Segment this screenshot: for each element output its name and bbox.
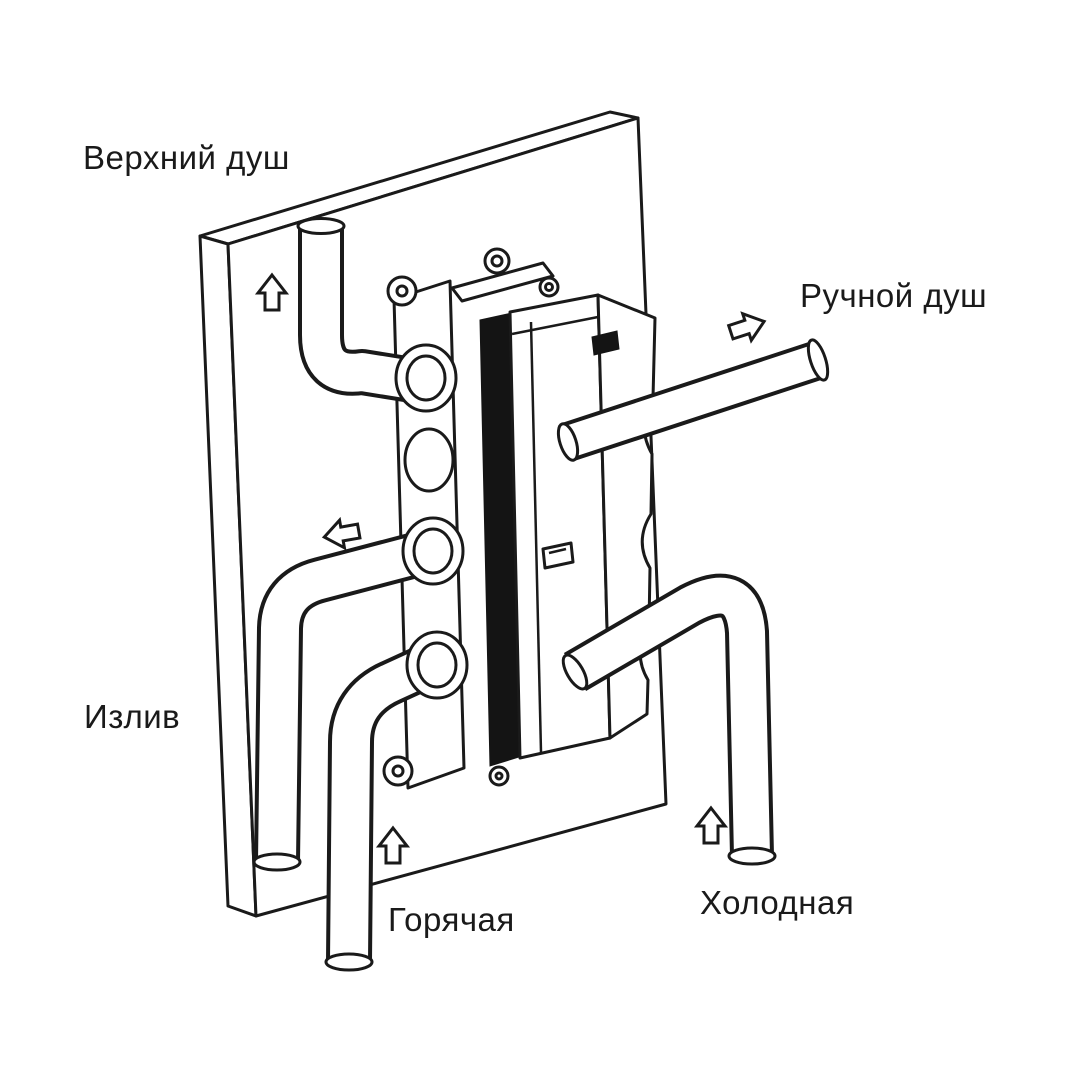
spout-flow-arrow-icon (321, 516, 362, 551)
hot-inlet-flow-arrow-icon (375, 825, 411, 865)
body-clip-detail (548, 547, 567, 555)
cold-inlet-flow-arrow-icon (693, 805, 729, 845)
pipe-open-end (296, 217, 346, 235)
label-cold: Холодная (700, 884, 855, 921)
hand-shower-flow-arrow-icon (726, 311, 767, 344)
port-hot-inner (416, 641, 458, 689)
label-top-shower: Верхний душ (83, 139, 290, 176)
pipe-hand-shower (556, 338, 830, 462)
pipe-spout (252, 526, 444, 872)
flow-arrows (254, 272, 767, 865)
pipe-hot (324, 639, 450, 972)
pipe-open-end (252, 852, 302, 872)
label-hand-shower: Ручной душ (800, 277, 988, 314)
pipe-open-end (727, 846, 777, 866)
bracket-lug-small-screw (544, 282, 554, 292)
bracket-lug-screw (490, 254, 504, 268)
pipe-open-end (324, 952, 374, 972)
label-hot: Горячая (388, 901, 515, 938)
port-spout-inner (412, 527, 454, 575)
label-spout: Излив (84, 698, 181, 735)
pipe-collar (556, 422, 580, 462)
valve-ports (394, 343, 469, 700)
band-screw-center (494, 771, 504, 781)
pipe-collar (561, 653, 589, 691)
top-shower-flow-arrow-icon (254, 272, 290, 312)
mounting-screw-bottom (391, 764, 405, 778)
port-top-shower-inner (405, 354, 447, 402)
bracket-bar (450, 261, 555, 303)
pipe-top-shower (296, 217, 441, 407)
pipe-open-end (806, 338, 830, 382)
mounting-screw-top (395, 284, 409, 298)
cartridge-oval (403, 427, 455, 493)
mounting-bracket (450, 247, 560, 303)
body-top-seam (511, 315, 599, 336)
pipe-cold (561, 573, 777, 866)
body-seam-line (529, 321, 543, 753)
valve-body-front (508, 293, 612, 760)
body-clip (541, 541, 575, 570)
valve-body (479, 293, 657, 787)
body-tab-dark (591, 330, 620, 356)
